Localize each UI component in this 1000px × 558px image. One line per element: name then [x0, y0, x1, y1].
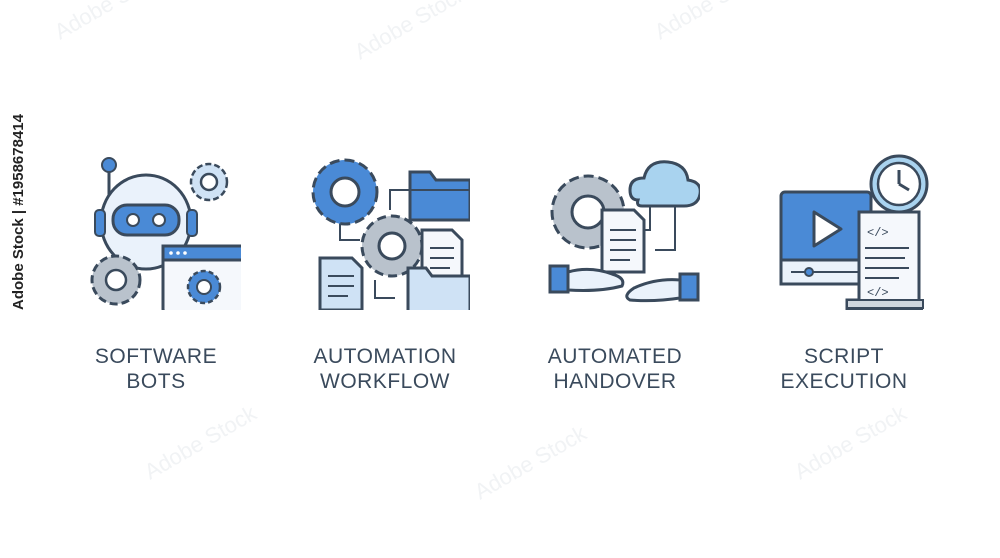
software-bots-item: SOFTWARE BOTS [56, 150, 256, 394]
svg-text:</>: </> [867, 286, 889, 300]
svg-text:</>: </> [867, 226, 889, 240]
svg-text:Adobe Stock: Adobe Stock [50, 0, 171, 44]
label-line-1: SCRIPT [803, 345, 884, 368]
svg-text:Adobe Stock: Adobe Stock [140, 400, 261, 485]
automated-handover-item: AUTOMATED HANDOVER [515, 150, 715, 394]
stock-id-text: Adobe Stock | #1958678414 [10, 114, 27, 310]
label-line-2: HANDOVER [553, 370, 677, 393]
automated-handover-icon [548, 160, 700, 303]
script-execution-icon: </> </> [779, 154, 929, 310]
svg-text:Adobe Stock: Adobe Stock [790, 400, 911, 485]
label-line-2: EXECUTION [780, 370, 908, 393]
svg-text:Adobe Stock: Adobe Stock [650, 0, 771, 44]
label-line-2: BOTS [126, 370, 186, 393]
automation-workflow-icon [311, 158, 470, 310]
script-execution-item: </> </> SCRIPT EXECUTION [744, 150, 944, 394]
label-line-1: SOFTWARE [94, 345, 218, 368]
label-line-1: AUTOMATED [547, 345, 683, 368]
svg-text:Adobe Stock: Adobe Stock [470, 420, 591, 505]
software-bot-icon [90, 157, 241, 310]
label-line-1: AUTOMATION [313, 345, 457, 368]
svg-text:Adobe Stock: Adobe Stock [350, 0, 471, 64]
label-line-2: WORKFLOW [320, 370, 450, 393]
automation-workflow-item: AUTOMATION WORKFLOW [285, 150, 485, 394]
